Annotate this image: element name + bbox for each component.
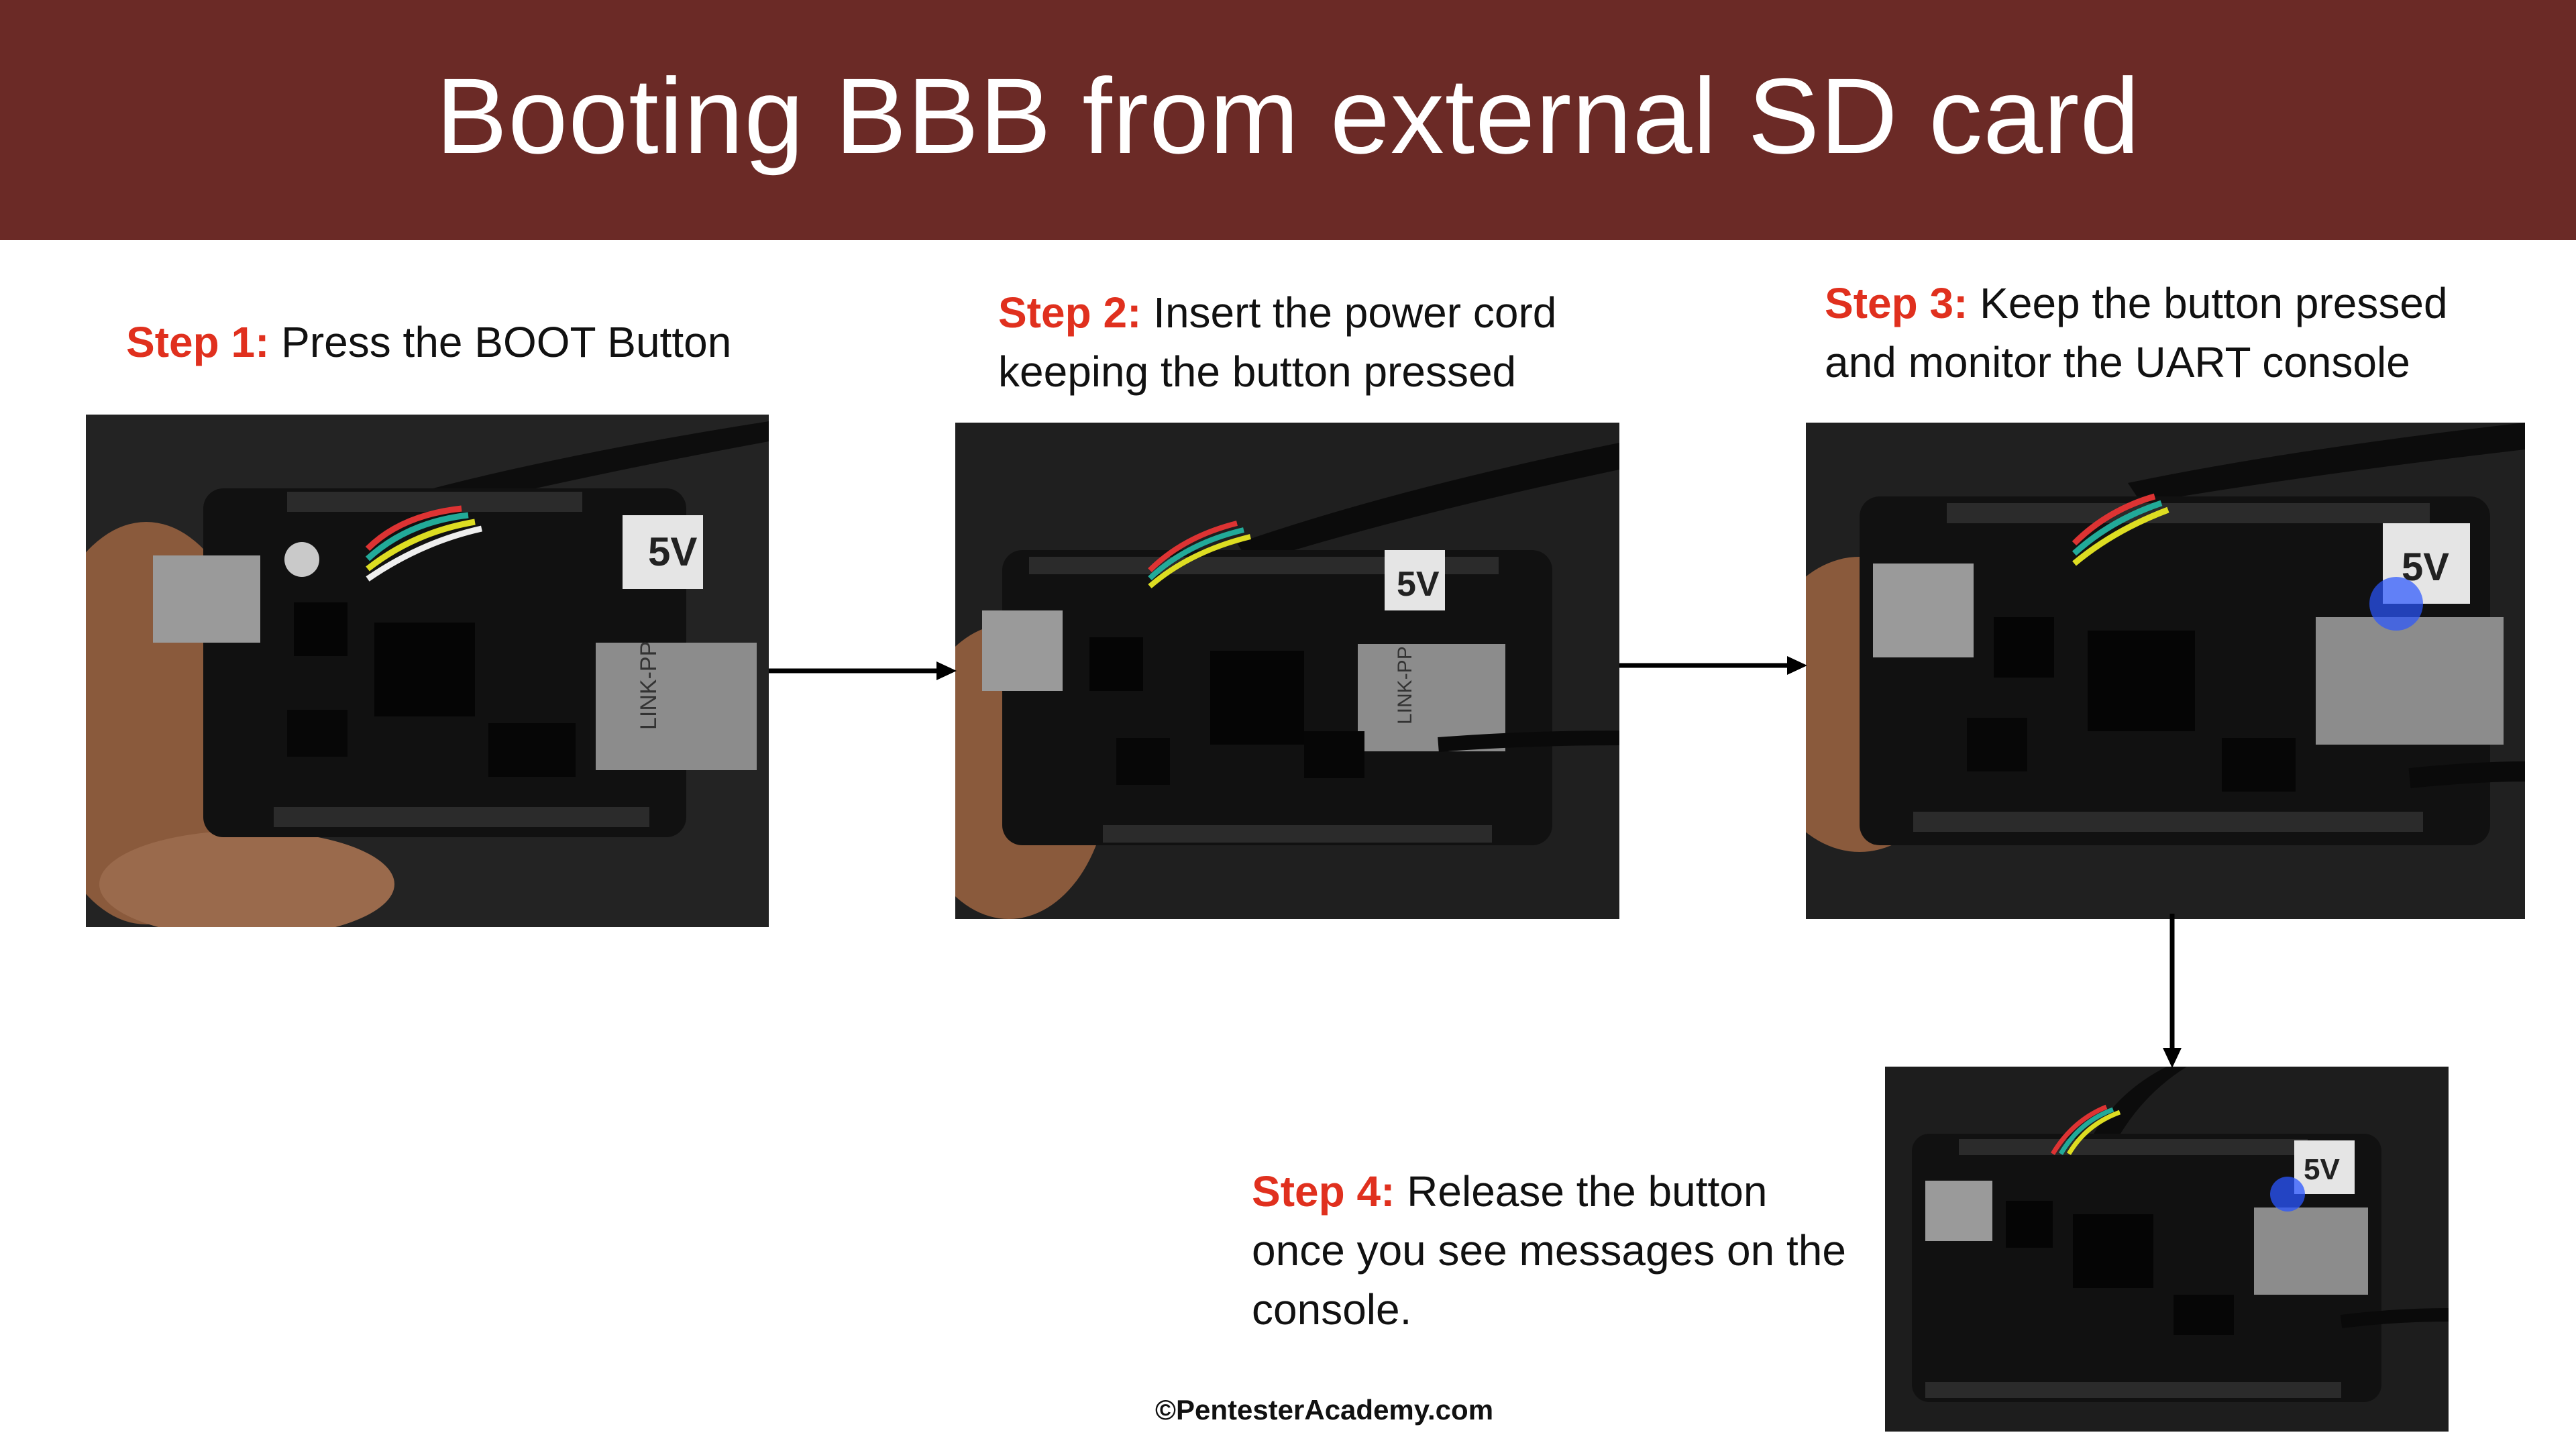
step-2-line-2: keeping the button pressed [998, 347, 1517, 396]
step-4-label: Step 4: [1252, 1167, 1395, 1216]
step-2-label: Step 2: [998, 288, 1142, 337]
step-1-text: Step 1: Press the BOOT Button [126, 313, 731, 372]
photo-2-linkpp-text: LINK-PP [1394, 646, 1416, 724]
photo-step-1: 5V LINK-PP [86, 415, 769, 927]
slide-title: Booting BBB from external SD card [435, 56, 2141, 176]
copyright-footer: ©PentesterAcademy.com [1155, 1394, 1494, 1426]
step-1-label: Step 1: [126, 318, 270, 366]
photo-2-5v-text: 5V [1397, 565, 1440, 604]
title-bar: Booting BBB from external SD card [0, 0, 2576, 240]
step-4-line-1: Release the button [1407, 1167, 1768, 1216]
step-4-line-3: console. [1252, 1285, 1412, 1334]
arrow-step-1-to-2 [769, 661, 957, 680]
photo-1-linkpp-text: LINK-PP [636, 641, 661, 730]
step-4-line-2: once you see messages on the [1252, 1226, 1846, 1275]
step-4-text: Step 4: Release the button once you see … [1252, 1162, 1846, 1339]
photo-3-5v-text: 5V [2402, 545, 2449, 589]
board-photo-1: 5V LINK-PP [86, 415, 769, 927]
step-3-label: Step 3: [1825, 279, 1968, 327]
photo-step-4: 5V [1885, 1067, 2449, 1432]
arrow-step-3-to-4 [2163, 914, 2182, 1068]
step-3-text: Step 3: Keep the button pressed and moni… [1825, 274, 2448, 392]
photo-step-3: 5V [1806, 423, 2525, 919]
step-1-line-1: Press the BOOT Button [281, 318, 732, 366]
step-3-line-2: and monitor the UART console [1825, 338, 2410, 386]
board-photo-3: 5V [1806, 423, 2525, 919]
arrow-step-2-to-3 [1619, 656, 1807, 675]
step-2-line-1: Insert the power cord [1153, 288, 1557, 337]
step-2-text: Step 2: Insert the power cord keeping th… [998, 283, 1556, 401]
board-photo-4: 5V [1885, 1067, 2449, 1432]
step-3-line-1: Keep the button pressed [1980, 279, 2448, 327]
photo-step-2: 5V LINK-PP [955, 423, 1619, 919]
photo-1-5v-text: 5V [648, 529, 697, 574]
photo-4-5v-text: 5V [2304, 1153, 2340, 1186]
board-photo-2: 5V LINK-PP [955, 423, 1619, 919]
